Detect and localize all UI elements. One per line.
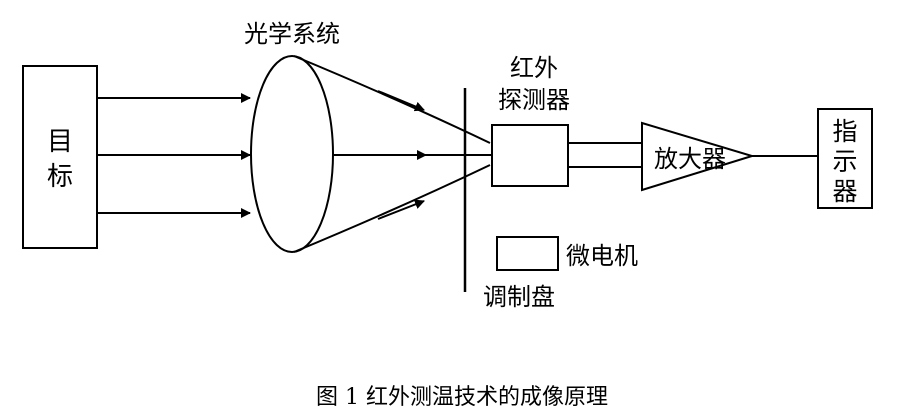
micromotor-label: 微电机 <box>566 242 638 270</box>
detector-label-line2: 探测器 <box>498 86 570 114</box>
chopper-label: 调制盘 <box>483 283 555 311</box>
cone-lower-edge <box>293 164 491 253</box>
target-label-top: 目 <box>47 127 73 157</box>
indicator-label-line1: 指 <box>832 117 857 146</box>
indicator-label-line3: 器 <box>832 177 857 206</box>
optical-lens <box>250 55 334 253</box>
cone-upper-arrow <box>377 90 425 112</box>
micromotor-box <box>496 236 559 271</box>
target-label-bottom: 标 <box>47 162 73 192</box>
cone-upper-edge <box>293 55 491 144</box>
detector-box <box>491 124 569 187</box>
cone-lower-arrow <box>377 199 425 220</box>
indicator-label-line2: 示 <box>832 147 857 176</box>
optical-system-label: 光学系统 <box>244 20 340 48</box>
figure-caption: 图 1 红外测温技术的成像原理 <box>316 385 608 410</box>
indicator-box <box>817 108 873 209</box>
detector-label-line1: 红外 <box>510 54 558 82</box>
target-box <box>22 65 98 249</box>
amplifier-label: 放大器 <box>654 145 726 173</box>
amplifier-triangle <box>641 121 756 192</box>
